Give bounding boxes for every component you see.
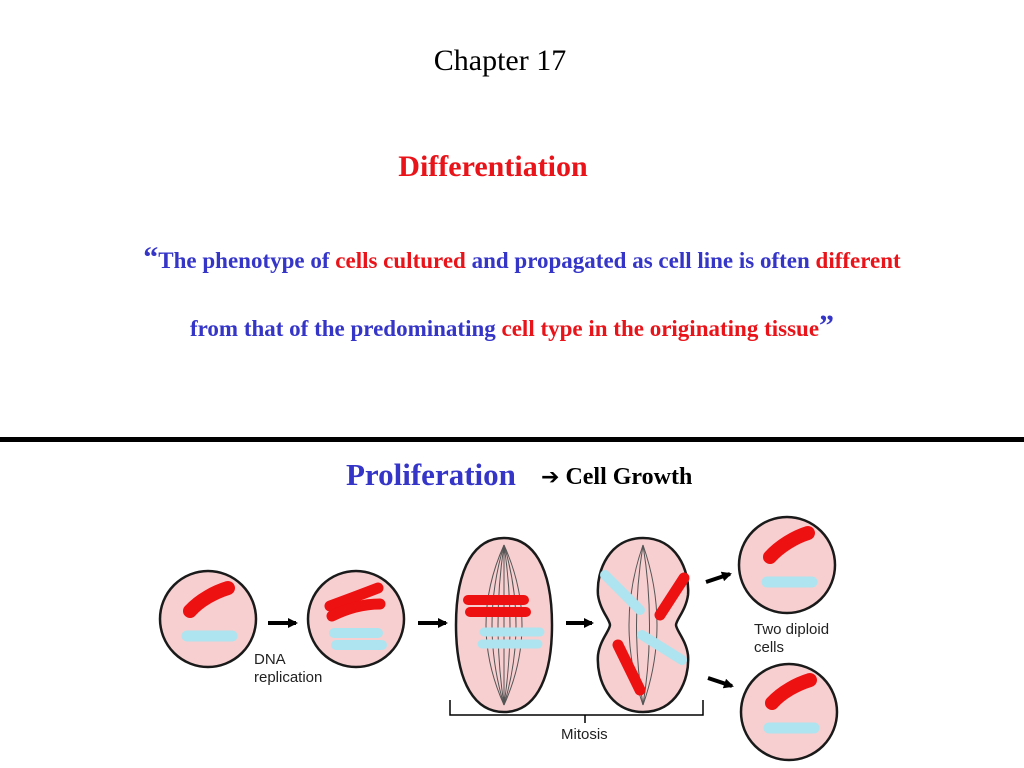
- blue-chromosome: [600, 570, 645, 615]
- cell-growth-label: ➔Cell Growth: [541, 464, 692, 491]
- mitosis-label: Mitosis: [561, 726, 608, 743]
- cells-label: cells: [754, 639, 784, 656]
- red-chromosome: [612, 639, 646, 696]
- quote-segment: The phenotype of: [158, 248, 336, 273]
- red-chromosome: [763, 526, 815, 564]
- red-chromatid: [326, 598, 386, 622]
- quote-segment: from that of the predominating: [189, 316, 502, 341]
- quote-segment: and propagated as cell line is often: [465, 248, 816, 273]
- replication-label: replication: [254, 669, 322, 686]
- quote-segment: different: [815, 248, 901, 273]
- dna-label: DNA: [254, 651, 286, 668]
- cell-before-replication: [158, 569, 258, 669]
- slide-title: Differentiation: [398, 150, 588, 183]
- quote-segment: cell type in the originating tissue: [501, 316, 820, 341]
- daughter-cell-top: [737, 515, 837, 615]
- cell-growth-text: Cell Growth: [565, 464, 693, 490]
- arrow-icon: [705, 571, 732, 584]
- blue-chromosome: [637, 630, 687, 665]
- mitosis-bracket: [449, 700, 704, 716]
- red-chromatid: [324, 582, 384, 612]
- quote-line-1: “The phenotype of cells cultured and pro…: [0, 243, 1024, 274]
- cell-metaphase: [454, 536, 554, 714]
- open-quote-mark: “: [143, 241, 159, 274]
- quote-line-2: from that of the predominating cell type…: [0, 311, 1024, 342]
- diploid-label: Two diploid: [754, 621, 829, 638]
- cell-after-replication: [306, 569, 406, 669]
- daughter-cell-bottom: [739, 662, 839, 762]
- right-arrow-icon: ➔: [541, 465, 560, 490]
- section-divider: [0, 437, 1024, 442]
- close-quote-mark: ”: [819, 309, 835, 342]
- cell-anaphase: [596, 536, 690, 714]
- red-chromosome: [654, 572, 690, 621]
- arrow-icon: [707, 676, 734, 689]
- quote-segment: cells cultured: [335, 248, 466, 273]
- proliferation-label: Proliferation: [346, 457, 516, 492]
- chapter-heading: Chapter 17: [433, 44, 567, 77]
- red-chromosome: [765, 673, 817, 710]
- red-chromosome: [183, 581, 235, 618]
- spindle-fibers: [485, 544, 523, 706]
